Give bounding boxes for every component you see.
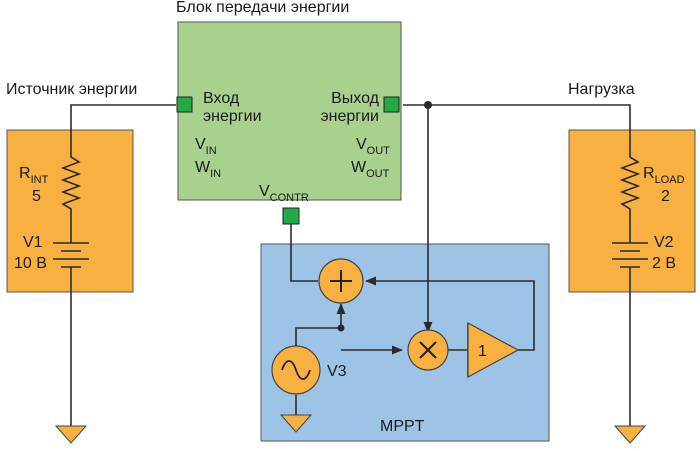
v2-label: V2 [654, 234, 674, 251]
summer [318, 258, 364, 304]
multiplier [407, 329, 449, 371]
power-transfer-block [177, 21, 402, 201]
load-wiring [403, 104, 648, 426]
rint-label: RINT [19, 165, 49, 186]
v3-label: V3 [327, 363, 347, 380]
wout-label: WOUT [351, 159, 390, 180]
rload-label: RLOAD [643, 165, 685, 186]
vcontr-label: VCONTR [259, 183, 309, 204]
mppt-label: MPPT [380, 418, 425, 435]
rload-value: 2 [661, 188, 670, 205]
win-label: WIN [195, 159, 221, 180]
control-port [282, 207, 300, 225]
v2-value: 2 В [652, 255, 676, 272]
ground-icon [279, 414, 313, 433]
input-label-line2: энергии [203, 108, 262, 125]
block-title: Блок передачи энергии [176, 0, 349, 16]
load-title: Нагрузка [568, 81, 635, 98]
source-wiring [53, 104, 176, 426]
mppt-block [260, 243, 550, 442]
input-port [176, 96, 193, 113]
v1-value: 10 В [14, 255, 47, 272]
rint-value: 5 [32, 188, 41, 205]
load-block [568, 129, 696, 293]
gain-label: 1 [478, 343, 487, 360]
gain-amplifier [467, 321, 520, 379]
input-label-line1: Вход [203, 90, 240, 107]
output-label-line1: Выход [331, 90, 380, 107]
source-title: Источник энергии [6, 81, 137, 98]
ground-icon [54, 425, 88, 444]
ground-icon [613, 425, 647, 444]
vout-label: VOUT [356, 136, 390, 157]
v1-label: V1 [23, 234, 43, 251]
v3-source [271, 345, 321, 395]
output-label-line2: энергии [320, 108, 379, 125]
output-port [383, 96, 400, 113]
mppt-wiring [290, 101, 535, 415]
vin-label: VIN [195, 136, 217, 157]
source-block [6, 129, 134, 293]
